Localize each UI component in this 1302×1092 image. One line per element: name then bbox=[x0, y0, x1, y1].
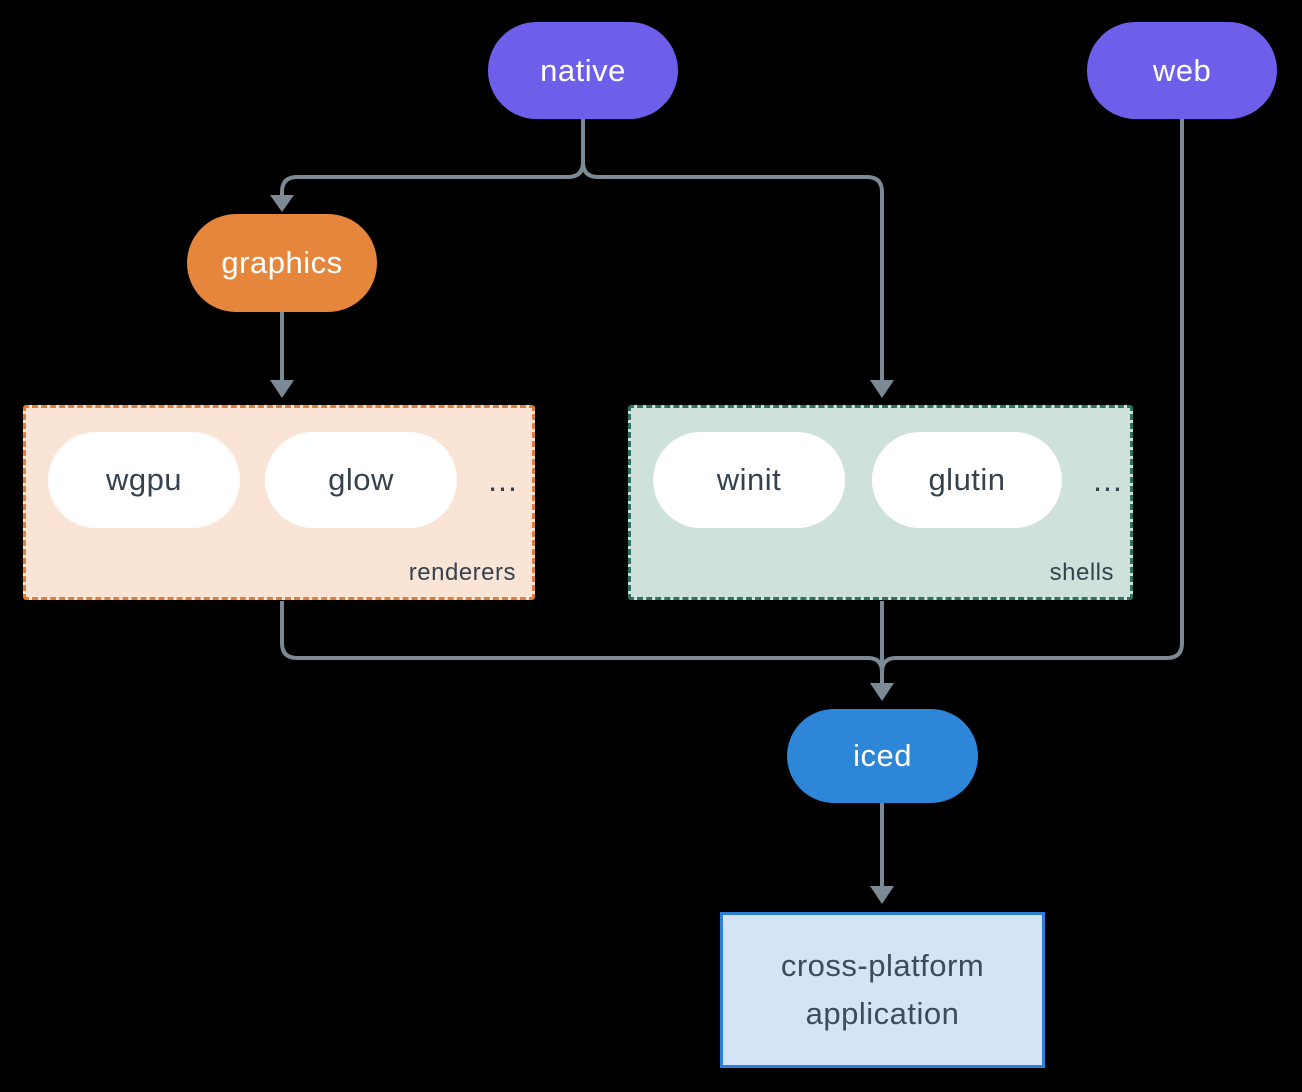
node-web-label: web bbox=[1152, 52, 1212, 88]
node-winit: winit bbox=[653, 432, 845, 528]
node-wgpu-label: wgpu bbox=[105, 462, 183, 497]
node-glutin-label: glutin bbox=[928, 462, 1006, 497]
renderers-ellipsis: ... bbox=[488, 461, 518, 498]
node-wgpu: wgpu bbox=[48, 432, 240, 528]
node-glutin: glutin bbox=[872, 432, 1062, 528]
group-shells-label: shells bbox=[1049, 559, 1114, 586]
edge-native-graphics bbox=[280, 119, 585, 197]
node-web: web bbox=[1087, 22, 1277, 119]
node-iced-label: iced bbox=[853, 738, 912, 773]
arrowhead-application-icon bbox=[870, 886, 894, 904]
arrowhead-graphics-icon bbox=[270, 195, 294, 212]
node-glow: glow bbox=[265, 432, 457, 528]
node-native-label: native bbox=[540, 52, 626, 88]
shells-ellipsis: ... bbox=[1093, 461, 1123, 498]
group-renderers-label: renderers bbox=[408, 559, 516, 586]
arrowhead-iced-icon bbox=[870, 683, 894, 701]
group-renderers: wgpu glow ... renderers bbox=[23, 405, 535, 600]
edge-renderers-iced bbox=[280, 601, 884, 673]
node-graphics: graphics bbox=[187, 214, 377, 312]
node-application: cross-platform application bbox=[720, 912, 1045, 1068]
node-winit-label: winit bbox=[716, 462, 782, 497]
group-shells: winit glutin ... shells bbox=[628, 405, 1133, 600]
node-glow-label: glow bbox=[328, 462, 394, 497]
node-iced: iced bbox=[787, 709, 978, 803]
node-graphics-label: graphics bbox=[221, 245, 343, 280]
arrowhead-renderers-icon bbox=[270, 380, 294, 398]
edge-native-shells bbox=[581, 161, 884, 381]
node-native: native bbox=[488, 22, 678, 119]
arrowhead-shells-icon bbox=[870, 380, 894, 398]
node-application-label: cross-platform application bbox=[780, 948, 985, 1031]
